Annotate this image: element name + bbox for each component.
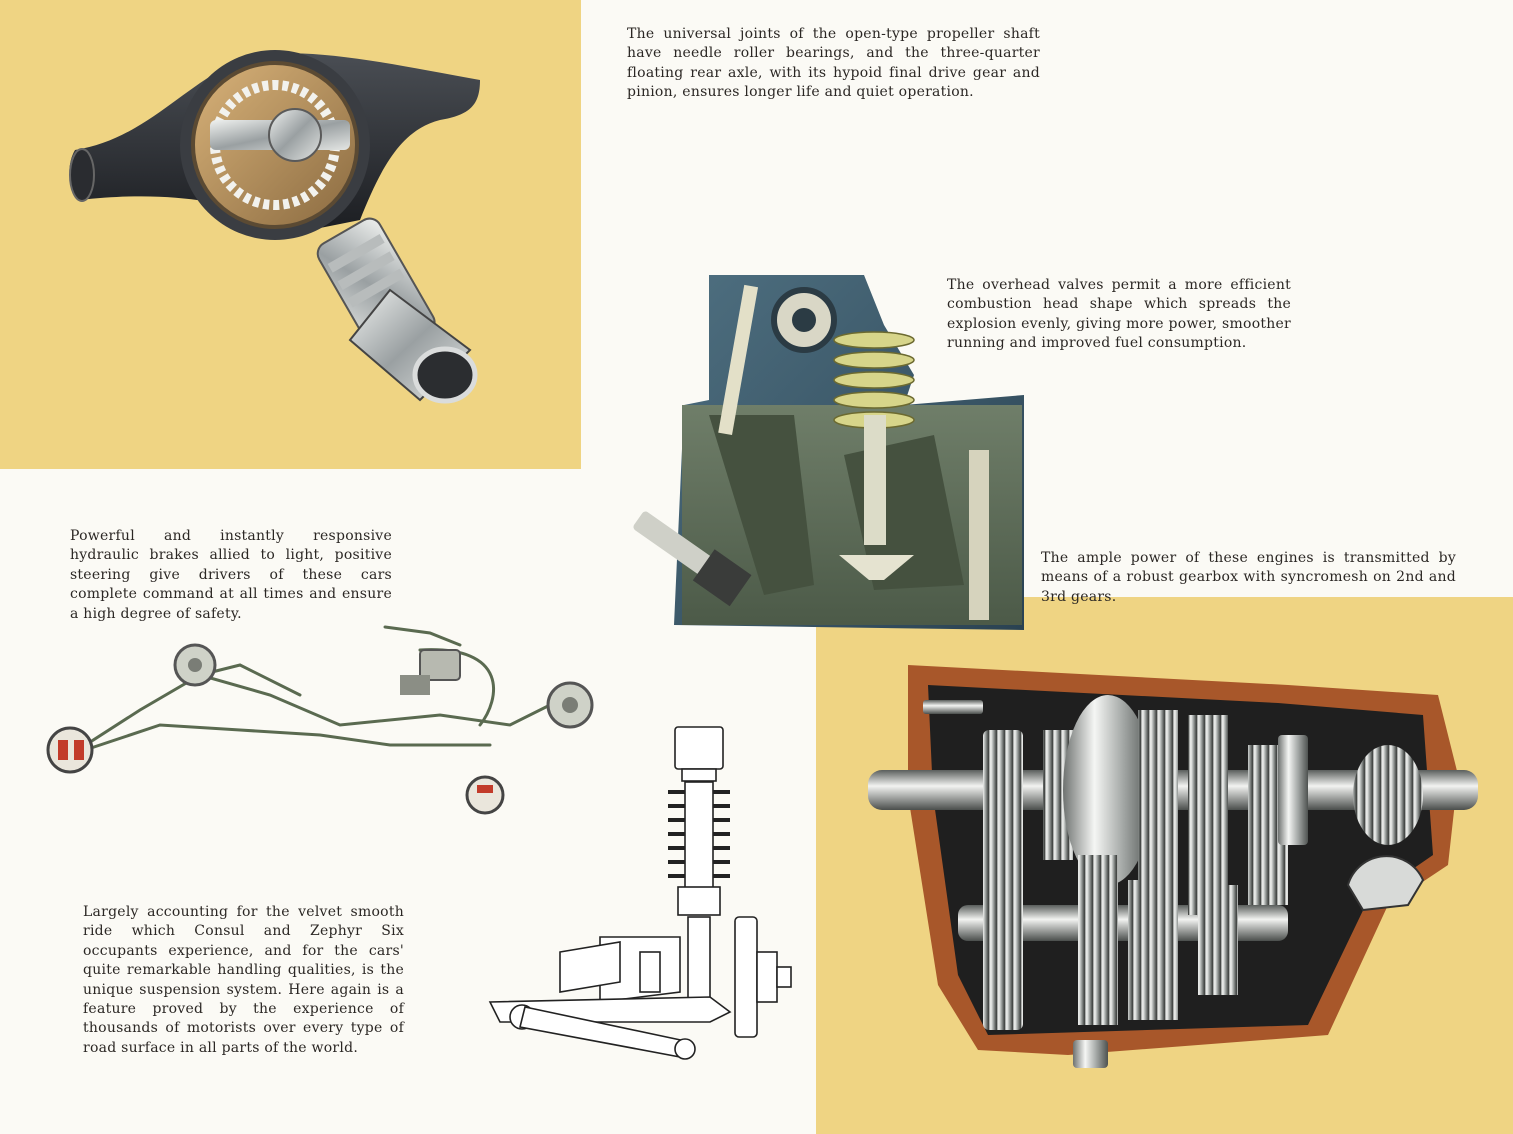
gearbox-illustration: [868, 665, 1478, 1068]
suspension-illustration: [488, 726, 792, 1060]
rear-axle-illustration: [69, 50, 480, 404]
brake-system-illustration: [46, 625, 594, 815]
overhead-valve-caption: The overhead valves permit a more effici…: [947, 277, 1291, 352]
brakes-caption: Powerful and instantly responsive hydrau…: [70, 528, 392, 622]
rear-axle-caption: The universal joints of the open-type pr…: [627, 26, 1040, 101]
overhead-valve-illustration: [633, 275, 1024, 630]
gearbox-caption: The ample power of these engines is tran…: [1041, 550, 1456, 605]
suspension-caption: Largely accounting for the velvet smooth…: [83, 904, 404, 1056]
